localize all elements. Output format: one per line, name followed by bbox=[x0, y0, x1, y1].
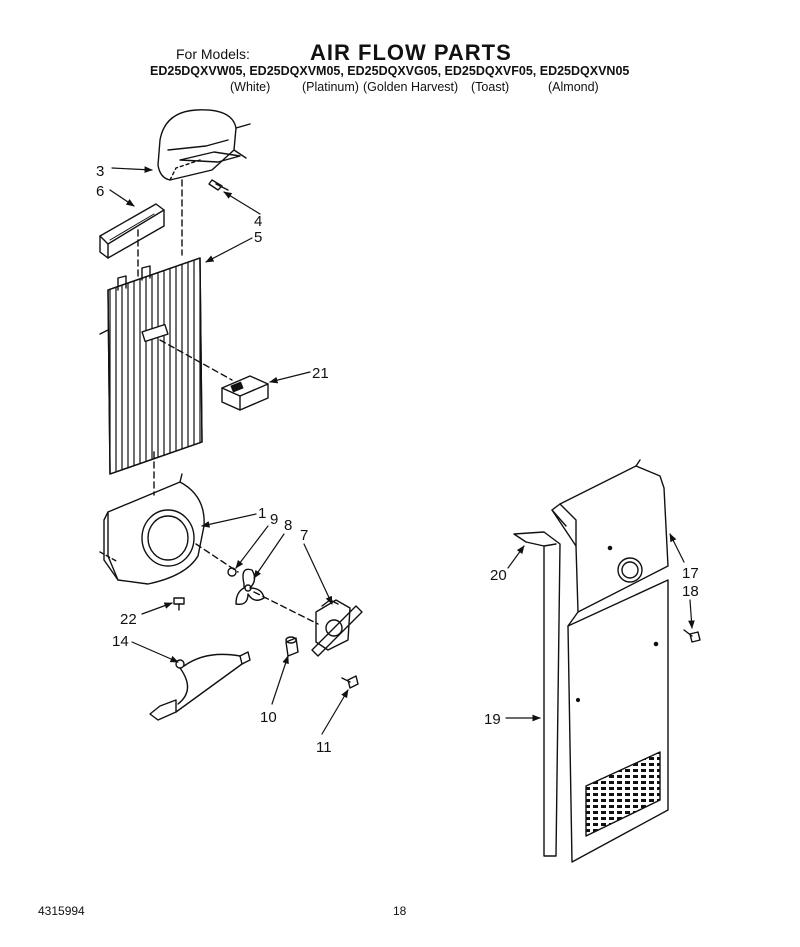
callout-20: 20 bbox=[490, 567, 507, 584]
fan-motor-part bbox=[253, 591, 363, 657]
callout-numbers: 3 6 4 5 21 1 9 8 7 22 14 10 11 20 17 18 … bbox=[96, 163, 699, 756]
page-title: AIR FLOW PARTS bbox=[310, 40, 512, 65]
evaporator-cover-part bbox=[99, 257, 203, 475]
callout-21: 21 bbox=[312, 365, 329, 382]
page-number: 18 bbox=[393, 904, 407, 918]
color-toast: (Toast) bbox=[471, 80, 510, 94]
grille-part bbox=[99, 203, 165, 259]
color-almond: (Almond) bbox=[548, 80, 599, 94]
fan-blade-part bbox=[235, 568, 265, 605]
callout-17: 17 bbox=[682, 565, 699, 582]
callout-3: 3 bbox=[96, 163, 104, 180]
document-number: 4315994 bbox=[38, 904, 85, 918]
screw-11 bbox=[341, 675, 359, 689]
callout-10: 10 bbox=[260, 709, 277, 726]
lower-panel-part bbox=[567, 579, 669, 863]
bushing-part bbox=[285, 636, 299, 657]
clip-part bbox=[221, 375, 269, 411]
callout-9: 9 bbox=[270, 511, 278, 528]
model-numbers: ED25DQXVW05, ED25DQXVM05, ED25DQXVG05, E… bbox=[150, 64, 630, 78]
callout-14: 14 bbox=[112, 633, 129, 650]
for-models-label: For Models: bbox=[176, 46, 250, 62]
screw-4 bbox=[208, 179, 229, 191]
color-white: (White) bbox=[230, 80, 271, 94]
screw-22 bbox=[173, 597, 185, 611]
wire-harness-part bbox=[149, 651, 251, 721]
air-duct-part bbox=[157, 109, 251, 181]
callout-19: 19 bbox=[484, 711, 501, 728]
callout-11: 11 bbox=[316, 739, 332, 756]
callout-5: 5 bbox=[254, 229, 262, 246]
callout-6: 6 bbox=[96, 183, 104, 200]
callout-8: 8 bbox=[284, 517, 292, 534]
fan-shroud-part bbox=[99, 473, 205, 585]
callout-18: 18 bbox=[682, 583, 699, 600]
nut-part bbox=[227, 567, 237, 577]
callout-22: 22 bbox=[120, 611, 137, 628]
color-golden-harvest: (Golden Harvest) bbox=[363, 80, 459, 94]
air-duct-panel-part bbox=[551, 459, 669, 613]
callout-7: 7 bbox=[300, 527, 308, 544]
color-platinum: (Platinum) bbox=[302, 80, 359, 94]
gasket-strip-part bbox=[513, 531, 561, 857]
leader-lines bbox=[109, 166, 695, 735]
screw-18 bbox=[683, 629, 701, 643]
callout-4: 4 bbox=[254, 213, 262, 230]
callout-1: 1 bbox=[258, 505, 266, 522]
